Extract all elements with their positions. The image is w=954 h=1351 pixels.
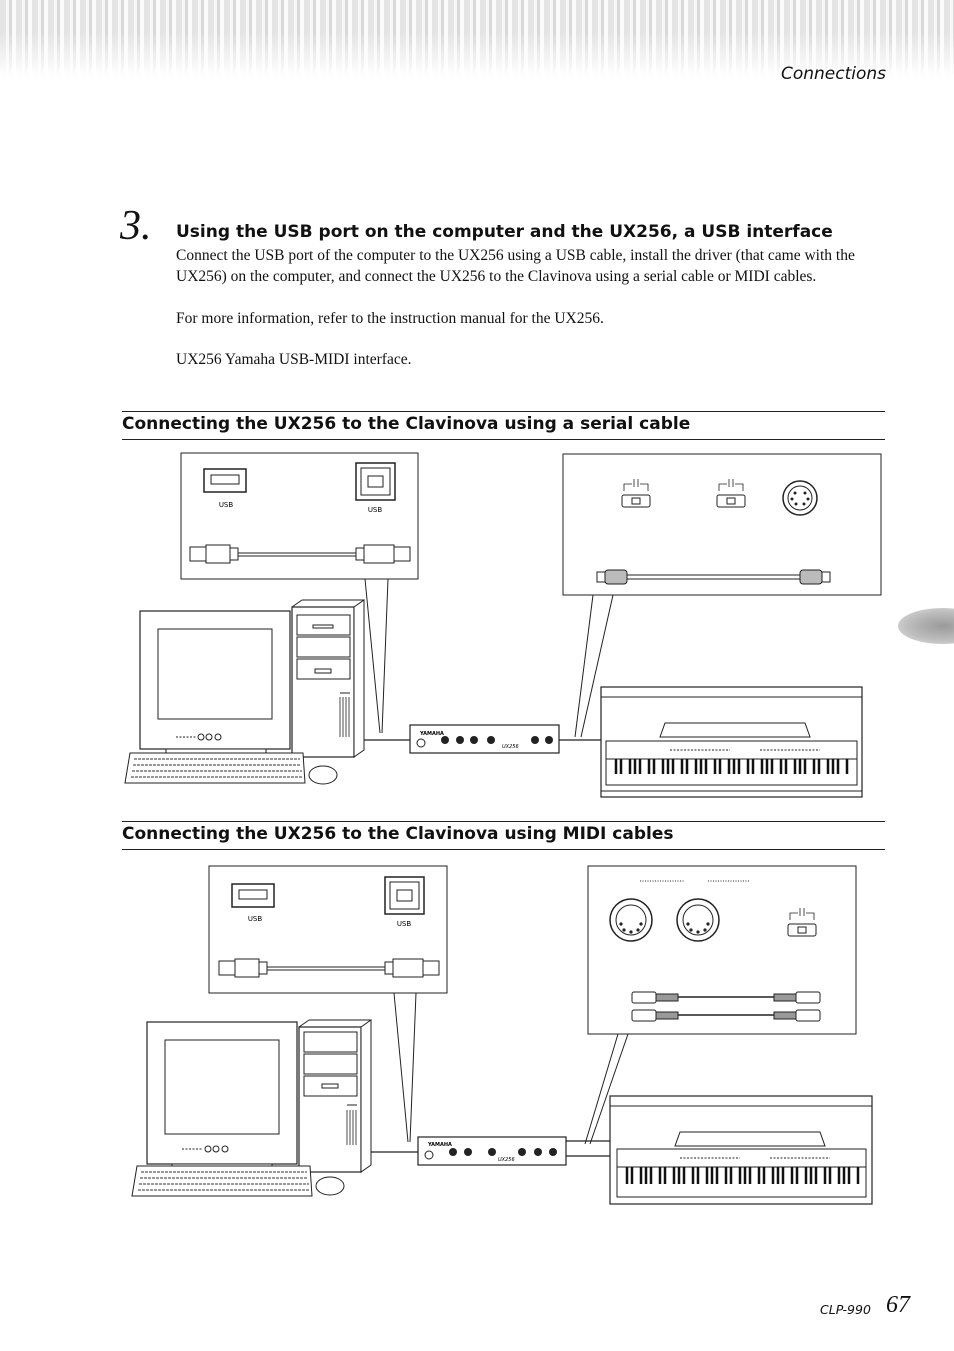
serial-section-heading: Connecting the UX256 to the Clavinova us…: [122, 414, 691, 434]
computer-mouse-2: [315, 1176, 345, 1196]
ux256-model-2: UX256: [498, 1157, 515, 1163]
step-paragraph-1: Connect the USB port of the computer to …: [176, 247, 855, 285]
usb-b-label-2: USB: [397, 920, 412, 928]
ux256-interface-2: YAMAHA UX256: [417, 1136, 567, 1166]
ux256-brand: YAMAHA: [419, 731, 444, 737]
midi-callout-box: [587, 865, 857, 1035]
clavinova-piano-2: [609, 1095, 873, 1205]
usb-a-label: USB: [219, 501, 234, 509]
midi-section-heading-rule: [122, 821, 885, 850]
serial-connection-diagram: USB USB: [124, 452, 882, 798]
computer-mouse: [308, 765, 338, 785]
computer-keyboard-2: [131, 1165, 313, 1197]
page-number: 67: [886, 1292, 910, 1318]
computer-tower: [291, 599, 365, 758]
ux256-interface: YAMAHA UX256: [409, 724, 560, 754]
step-paragraph-2: For more information, refer to the instr…: [176, 310, 604, 327]
computer-tower-2: [298, 1019, 372, 1173]
midi-section-heading: Connecting the UX256 to the Clavinova us…: [122, 824, 674, 844]
usb-a-label-2: USB: [248, 915, 263, 923]
computer-monitor-2: [146, 1021, 298, 1173]
footer-model: CLP-990: [820, 1302, 871, 1317]
clavinova-piano: [600, 686, 863, 798]
ux256-model: UX256: [502, 744, 519, 750]
step-title: Using the USB port on the computer and t…: [176, 222, 833, 242]
header-decoration-band: [0, 0, 954, 78]
usb-b-label: USB: [368, 506, 383, 514]
serial-section-heading-rule: [122, 411, 885, 440]
serial-callout-box: [562, 453, 882, 596]
usb-callout-box-2: USB USB: [208, 865, 448, 994]
usb-callout-box: USB USB: [180, 452, 419, 580]
ux256-brand-2: YAMAHA: [427, 1142, 452, 1148]
computer-monitor: [139, 610, 291, 758]
step-paragraph-3: UX256 Yamaha USB-MIDI interface.: [176, 351, 412, 368]
midi-connection-diagram: USB USB: [131, 865, 873, 1205]
step-number: 3.: [120, 203, 152, 249]
section-title: Connections: [780, 64, 886, 84]
computer-keyboard: [124, 752, 306, 784]
